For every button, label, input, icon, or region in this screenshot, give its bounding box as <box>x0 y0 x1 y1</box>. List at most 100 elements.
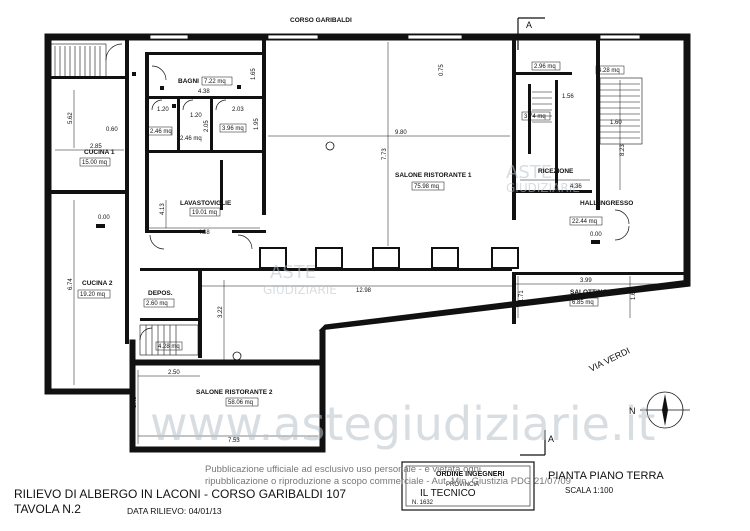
wall-ric-inner <box>555 80 558 190</box>
depos-area: 2.60 mq <box>146 301 168 307</box>
cucina2-label: CUCINA 2 <box>82 280 113 287</box>
lavastoviglie-label: LAVASTOVIGLIE <box>180 200 232 207</box>
level-markers <box>96 224 600 244</box>
dimension-labels: 5.62 0.60 2.85 4.38 1.20 1.20 2.05 2.03 … <box>68 64 637 444</box>
bagni-area: 7.22 mq <box>204 79 226 85</box>
door-7 <box>237 234 253 250</box>
footer-table: TAVOLA N.2 <box>14 502 81 516</box>
wall-bottom-left <box>44 388 136 395</box>
wall-lav-inner <box>220 160 223 210</box>
dim-165: 1.65 <box>251 68 257 80</box>
salottino-label: SALOTTINO <box>570 289 608 296</box>
footer-title: RILIEVO DI ALBERGO IN LACONI - CORSO GAR… <box>14 487 347 501</box>
door-5 <box>215 99 227 111</box>
section-marker-top <box>517 17 545 50</box>
stamp-sub: PROVINCIA <box>446 482 479 488</box>
wall-right <box>683 33 691 287</box>
wall-stair-left <box>596 40 600 210</box>
wall-sal-left <box>512 272 516 324</box>
wall-cucina2-right <box>125 194 129 344</box>
marker-squares <box>132 72 241 108</box>
dim-349: 3.49 <box>132 396 138 408</box>
salone2-area: 58.06 mq <box>228 400 253 406</box>
dim-075: 0.75 <box>439 64 445 76</box>
dim-674: 6.74 <box>68 278 74 290</box>
dim-1298: 12.98 <box>356 288 372 294</box>
north-arrow <box>640 391 690 429</box>
section-marker-bottom <box>520 430 546 456</box>
watermark-brand-top-2: ASTE <box>270 262 316 283</box>
door-10 <box>139 327 153 341</box>
wall-bagni-left <box>145 52 149 152</box>
street-top-label: CORSO GARIBALDI <box>290 17 352 24</box>
r374-area: 3.74 mq <box>524 114 546 120</box>
wall-top <box>44 33 686 41</box>
dim-438b: 4.38 <box>198 230 210 236</box>
dim-823: 8.23 <box>620 144 626 156</box>
wall-depos-right <box>198 268 202 358</box>
wall-lav-left <box>145 153 149 233</box>
wall-stair-bottom <box>51 76 129 79</box>
dimension-lines <box>55 42 684 444</box>
top-windows <box>149 34 641 40</box>
dim-250: 2.50 <box>168 370 180 376</box>
ricezione-label: RICEZIONE <box>538 168 574 175</box>
window-1 <box>149 34 189 40</box>
door-3 <box>151 99 163 111</box>
lavastoviglie-area: 19.01 mq <box>192 210 217 216</box>
watermark-brand-bottom-2: GIUDIZIARIE <box>263 283 337 297</box>
bagni-label: BAGNI <box>178 78 199 85</box>
door-8 <box>614 209 630 225</box>
wall-sal-top <box>512 272 684 275</box>
salone1-area: 75.98 mq <box>414 184 439 190</box>
staircases <box>50 43 643 356</box>
dim-753: 7.53 <box>228 438 240 444</box>
wall-ric-col <box>528 84 531 154</box>
small-428-area: 4.28 mq <box>158 344 180 350</box>
wall-diagonal <box>318 279 691 331</box>
stair-bottom <box>139 324 199 356</box>
dim-120b: 1.20 <box>190 113 202 119</box>
watermark-brand-top-1: ASTE <box>506 162 552 183</box>
r296-area: 2.96 mq <box>534 64 556 70</box>
wall-wc-split1 <box>177 99 180 152</box>
cucina2-area: 19.20 mq <box>80 292 105 298</box>
watermark: ASTE GIUDIZIARIE ASTE GIUDIZIARIE www.as… <box>150 162 655 451</box>
columns <box>232 141 335 361</box>
stamp-title: ORDINE INGEGNERI <box>436 471 505 478</box>
pillar-2 <box>315 247 343 269</box>
dim-413: 4.13 <box>160 203 166 215</box>
pillar-4 <box>431 247 459 269</box>
hall-area: 22.44 mq <box>572 219 597 225</box>
door-6 <box>149 234 165 250</box>
dim-203: 2.03 <box>232 107 244 113</box>
wall-depos-bottom <box>140 318 200 321</box>
dim-436: 4.36 <box>570 184 582 190</box>
north-label: N <box>629 406 636 416</box>
wall-wc-split2 <box>210 99 213 152</box>
column-2 <box>232 351 242 361</box>
stair-left <box>50 43 107 79</box>
wall-salone2-top <box>129 359 321 366</box>
wc-c-area: 3.96 mq <box>222 126 244 132</box>
wall-depos-top <box>140 268 200 271</box>
outer-walls <box>44 33 691 453</box>
door-2 <box>151 65 167 81</box>
footer-date: DATA RILIEVO: 04/01/13 <box>127 506 222 516</box>
street-side-label: VIA VERDI <box>587 346 631 374</box>
section-a-bottom: A <box>548 434 554 444</box>
wall-bagni-top <box>145 52 265 55</box>
dim-164: 1.64 <box>631 288 637 300</box>
dim-060: 0.60 <box>106 127 118 133</box>
level-1: 0.00 <box>98 215 110 221</box>
stair-right <box>599 77 643 145</box>
level-2: 0.00 <box>590 232 602 238</box>
stamp-code: N. 1632 <box>412 500 434 506</box>
salone2-label: SALONE RISTORANTE 2 <box>196 389 273 396</box>
wall-left <box>44 33 52 395</box>
dim-980: 9.80 <box>395 130 407 136</box>
wall-lav-bottom2 <box>232 230 266 233</box>
window-4 <box>599 34 641 40</box>
footer-scale: SCALA 1:100 <box>565 486 614 495</box>
